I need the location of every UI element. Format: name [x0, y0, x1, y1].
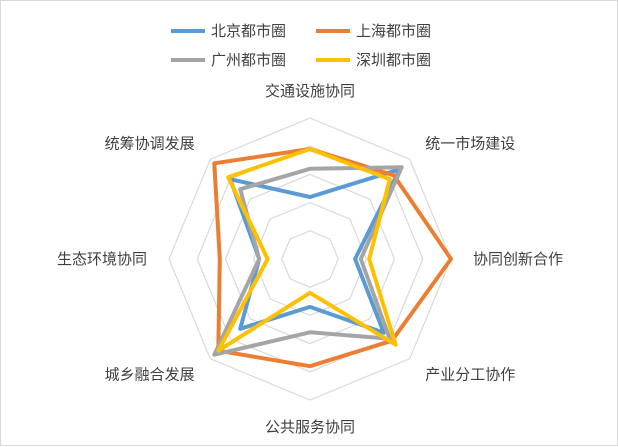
axis-label: 协同创新合作: [473, 250, 563, 268]
legend-label: 深圳都市圈: [356, 51, 431, 69]
grid-ring: [196, 145, 424, 373]
legend-item: 上海都市圈: [316, 22, 431, 40]
series-line-2: [212, 147, 453, 369]
axis-label: 城乡融合发展: [105, 365, 195, 383]
axis-label: 交通设施协同: [265, 82, 355, 100]
axis-label: 统筹协调发展: [105, 135, 195, 153]
axis-label: 公共服务协同: [265, 418, 355, 436]
legend-label: 北京都市圈: [211, 22, 286, 40]
series-line-4: [216, 147, 398, 353]
legend-label: 广州都市圈: [211, 51, 286, 69]
grid-ring: [168, 117, 452, 401]
legend-label: 上海都市圈: [356, 22, 431, 40]
axis-label: 生态环境协同: [57, 250, 147, 268]
grid-ring: [252, 201, 368, 317]
axis-label: 产业分工协作: [425, 365, 515, 383]
series-layer: [212, 147, 453, 369]
axis-label: 统一市场建设: [425, 135, 515, 153]
legend-item: 北京都市圈: [171, 22, 286, 40]
legend-item: 深圳都市圈: [316, 51, 431, 69]
radar-grid: [168, 117, 452, 401]
grid-ring: [281, 230, 339, 288]
legend-item: 广州都市圈: [171, 51, 286, 69]
